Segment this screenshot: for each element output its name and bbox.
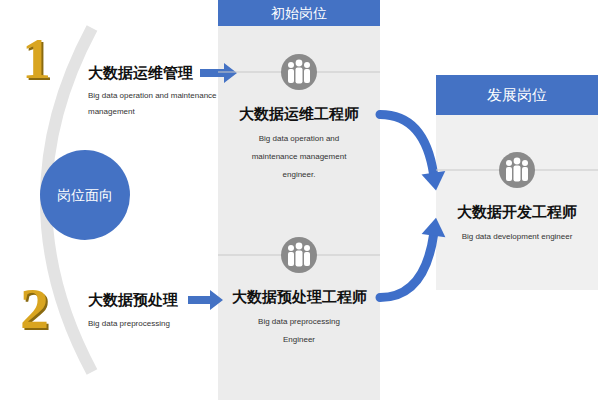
arrow-body bbox=[380, 115, 434, 175]
category-title: 大数据运维管理 bbox=[88, 64, 193, 83]
column-panel: 初始岗位大数据运维工程师 Big data operation and maint… bbox=[218, 0, 380, 400]
panel-fill bbox=[436, 75, 598, 290]
node-title: 岗位面向 bbox=[40, 150, 130, 240]
target-panel: 发展岗位大数据开发工程师 Big data development enginee… bbox=[436, 75, 598, 290]
panel-header bbox=[218, 0, 380, 26]
category-subtitle: Big data preprocessing bbox=[88, 316, 238, 332]
arrow-head bbox=[422, 171, 446, 191]
callout-number: 1 bbox=[22, 30, 51, 88]
people-icon bbox=[218, 230, 380, 280]
arrow-head bbox=[422, 218, 446, 237]
node-title: 大数据运维工程师 bbox=[218, 105, 380, 124]
node-subtitle: Big data preprocessing Engineer bbox=[243, 313, 355, 349]
curved-arrow bbox=[380, 218, 445, 298]
job-node: 大数据预处理工程师 Big data preprocessing Engineer bbox=[218, 230, 380, 349]
node-title: 发展岗位 bbox=[436, 75, 598, 115]
job-node: 大数据运维工程师 Big data operation and maintenan… bbox=[218, 47, 380, 184]
panel-fill bbox=[218, 0, 380, 400]
node-title: 大数据开发工程师 bbox=[436, 203, 598, 222]
center-circle: 岗位面向 bbox=[40, 150, 130, 240]
people-icon bbox=[436, 145, 598, 195]
arrow-body bbox=[380, 234, 434, 298]
category-subtitle: Big data operation and maintenance manag… bbox=[88, 88, 238, 120]
people-icon bbox=[218, 47, 380, 97]
small-arrow bbox=[200, 63, 237, 83]
panel-header bbox=[436, 75, 598, 115]
node-subtitle: Big data development engineer bbox=[461, 228, 573, 246]
curved-arrow bbox=[380, 115, 445, 191]
node-title: 大数据预处理工程师 bbox=[218, 288, 380, 307]
node-subtitle: Big data operation and maintenance manag… bbox=[243, 130, 355, 184]
node-title: 初始岗位 bbox=[218, 0, 380, 26]
job-node: 大数据开发工程师 Big data development engineer bbox=[436, 145, 598, 246]
small-arrow bbox=[188, 290, 223, 310]
category-title: 大数据预处理 bbox=[88, 291, 178, 310]
callout-number: 2 bbox=[20, 280, 49, 338]
